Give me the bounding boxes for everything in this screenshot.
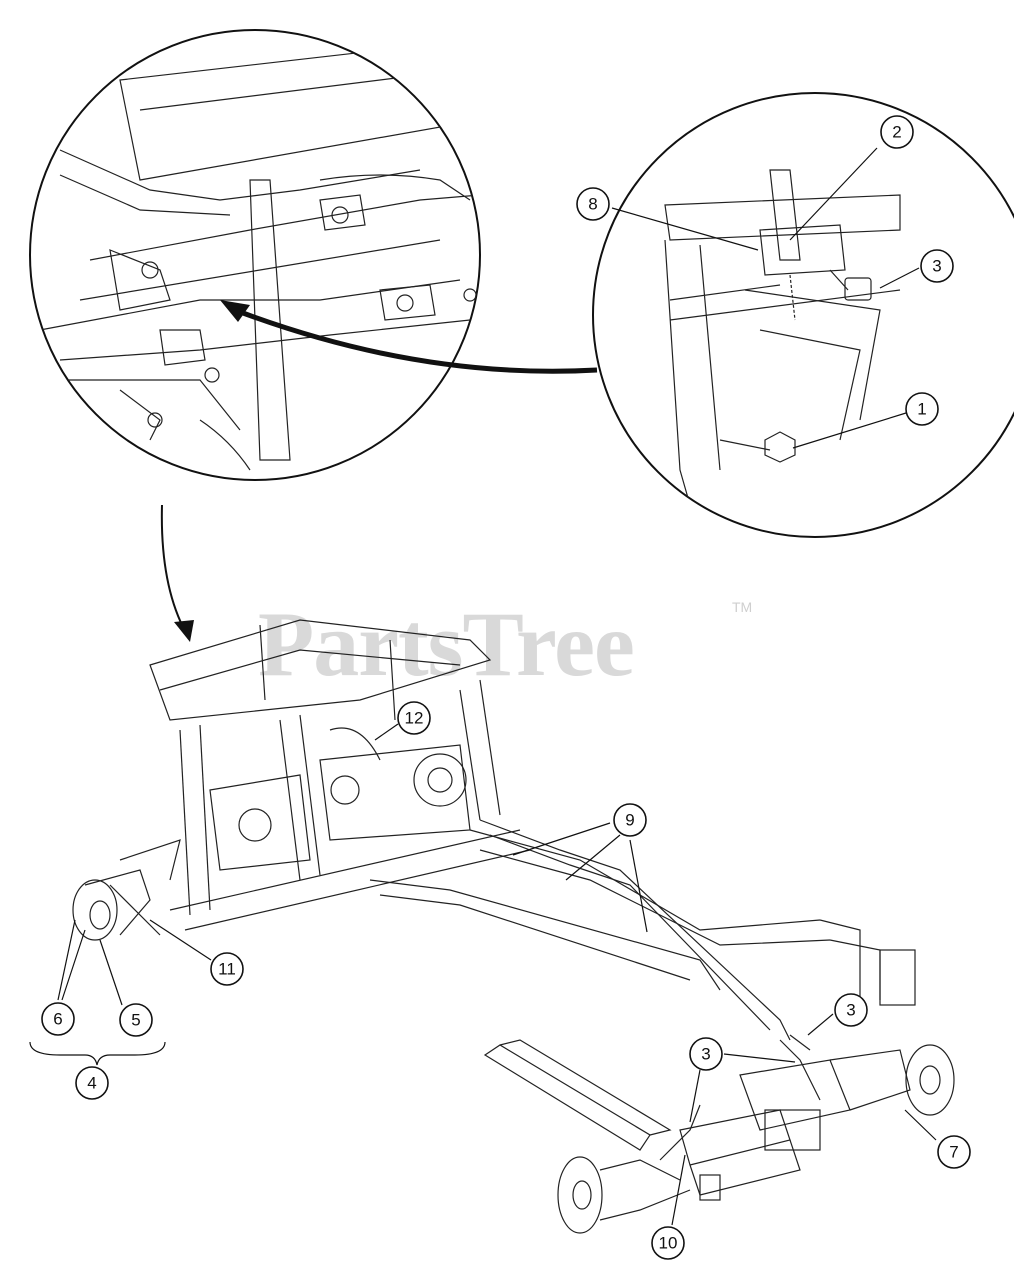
callout-4: 4 xyxy=(75,1066,109,1100)
callout-5: 5 xyxy=(119,1003,153,1037)
watermark-text: PartsTree xyxy=(258,593,634,695)
callout-8: 8 xyxy=(576,187,610,221)
svg-text:3: 3 xyxy=(932,257,941,276)
detail-arrow-right-to-left xyxy=(220,300,598,374)
svg-text:6: 6 xyxy=(53,1010,62,1029)
svg-text:12: 12 xyxy=(405,709,424,728)
callout-2: 2 xyxy=(880,115,914,149)
callout-11: 11 xyxy=(210,952,244,986)
svg-text:5: 5 xyxy=(131,1011,140,1030)
rear-axle-assembly xyxy=(483,1034,955,1234)
zoom-drawing xyxy=(664,169,901,537)
svg-text:1: 1 xyxy=(917,400,926,419)
detail-circle-small xyxy=(592,92,1014,538)
svg-text:7: 7 xyxy=(949,1143,958,1162)
callout-3-left: 3 xyxy=(689,1037,723,1071)
watermark: PartsTree TM xyxy=(258,593,752,695)
callout-9: 9 xyxy=(613,803,647,837)
svg-text:11: 11 xyxy=(218,960,236,979)
svg-text:2: 2 xyxy=(892,123,901,142)
detail-view-frame xyxy=(29,29,481,481)
svg-text:4: 4 xyxy=(87,1074,96,1093)
callout-1: 1 xyxy=(905,392,939,426)
callout-6: 6 xyxy=(41,1002,75,1036)
svg-text:8: 8 xyxy=(588,195,597,214)
svg-text:10: 10 xyxy=(659,1234,678,1253)
detail-view-zoom xyxy=(592,92,1014,538)
callout-7: 7 xyxy=(937,1135,971,1169)
svg-text:9: 9 xyxy=(625,811,634,830)
bracket-4 xyxy=(29,1041,166,1066)
svg-text:3: 3 xyxy=(846,1001,855,1020)
watermark-trademark: TM xyxy=(732,599,752,615)
detail-frame-drawing xyxy=(39,39,480,471)
detail-circle-large xyxy=(29,29,481,481)
svg-text:3: 3 xyxy=(701,1045,710,1064)
main-frame-assembly xyxy=(72,619,916,1041)
callout-10: 10 xyxy=(651,1226,685,1260)
callout-3-right: 3 xyxy=(834,993,868,1027)
callout-12: 12 xyxy=(397,701,431,735)
callout-3-zoom: 3 xyxy=(920,249,954,283)
detail-arrow-down xyxy=(160,504,194,642)
leader-lines xyxy=(57,147,937,1226)
